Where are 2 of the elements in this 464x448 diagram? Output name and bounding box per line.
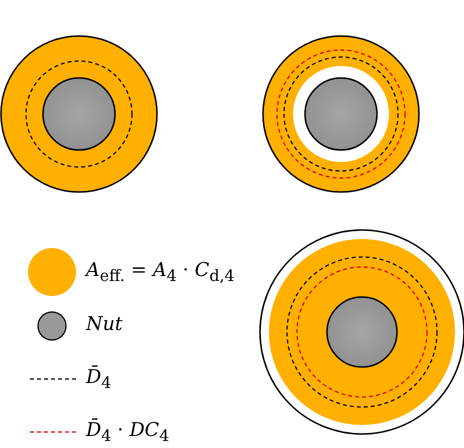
- legend-text: A$_{eff.}$ = A$_{4}$ · C$_{d,4}$: [86, 261, 235, 284]
- legend-text: Nut: [86, 315, 122, 334]
